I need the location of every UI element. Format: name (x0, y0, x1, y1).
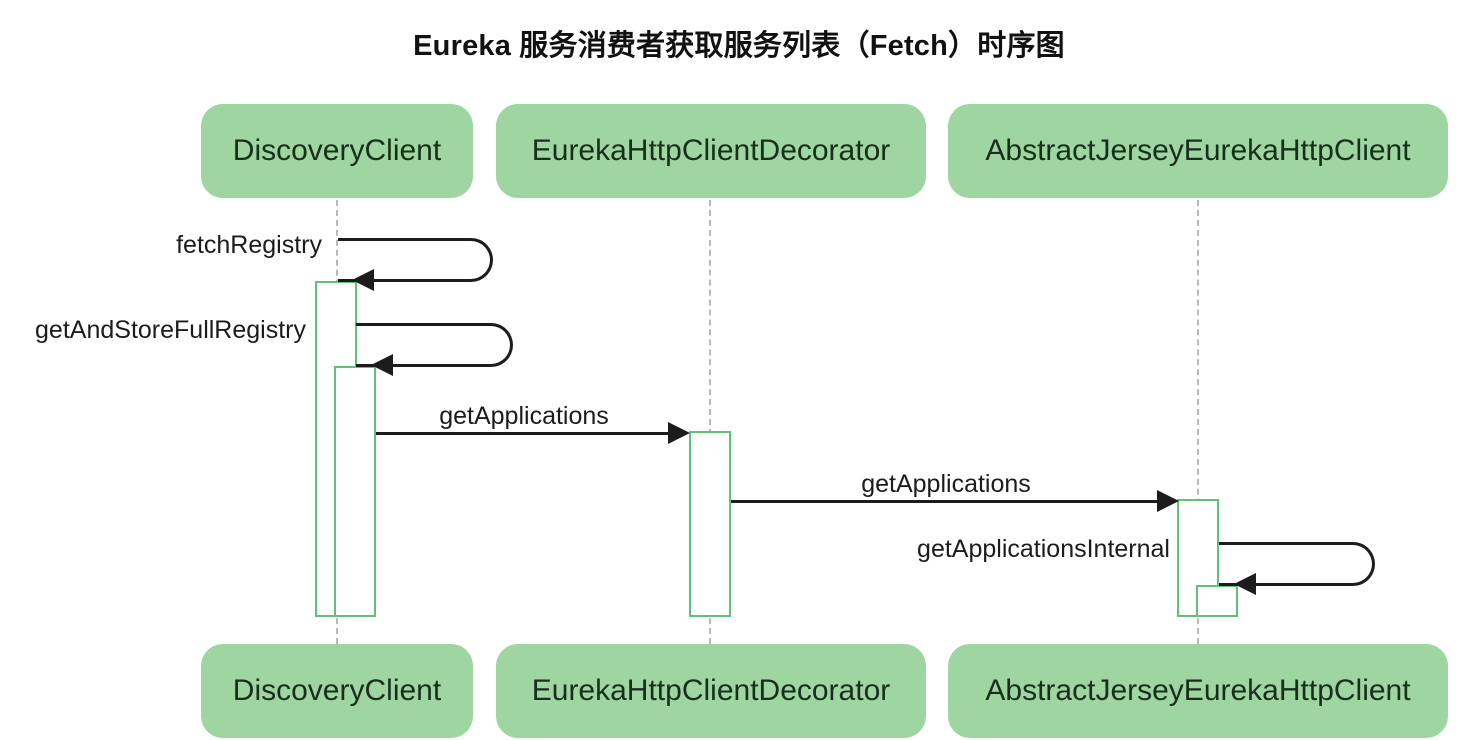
message-label-fetch-registry: fetchRegistry (176, 231, 322, 259)
self-loop-get-applications-internal (1219, 542, 1375, 586)
message-label-get-applications-2: getApplications (861, 470, 1031, 498)
diagram-title: Eureka 服务消费者获取服务列表（Fetch）时序图 (413, 30, 1065, 62)
participant-label: DiscoveryClient (232, 674, 442, 707)
participant-eureka-http-client-decorator-top[interactable]: EurekaHttpClientDecorator (496, 104, 926, 198)
participant-discovery-client-bottom[interactable]: DiscoveryClient (201, 644, 473, 738)
participant-label: EurekaHttpClientDecorator (531, 674, 891, 707)
lifeline-abstract-jersey-eureka-http-client (1197, 200, 1199, 644)
activation-abstract-jersey-inner (1196, 585, 1238, 617)
message-line-get-applications-1 (376, 432, 672, 435)
participant-label: EurekaHttpClientDecorator (531, 134, 891, 167)
activation-discovery-client-inner (334, 366, 376, 617)
participant-abstract-jersey-eureka-http-client-bottom[interactable]: AbstractJerseyEurekaHttpClient (948, 644, 1448, 738)
message-label-get-and-store-full-registry: getAndStoreFullRegistry (35, 316, 306, 344)
participant-eureka-http-client-decorator-bottom[interactable]: EurekaHttpClientDecorator (496, 644, 926, 738)
arrowhead-get-applications-2 (1157, 490, 1179, 512)
self-loop-fetch-registry (338, 238, 493, 282)
message-label-get-applications-1: getApplications (439, 402, 609, 430)
lifeline-eureka-http-client-decorator (709, 200, 711, 644)
participant-discovery-client-top[interactable]: DiscoveryClient (201, 104, 473, 198)
participant-label: AbstractJerseyEurekaHttpClient (985, 134, 1411, 167)
arrowhead-fetch-registry (352, 269, 374, 291)
arrowhead-get-applications-internal (1234, 573, 1256, 595)
participant-label: AbstractJerseyEurekaHttpClient (985, 674, 1411, 707)
self-loop-get-and-store-full-registry (356, 323, 513, 367)
arrowhead-get-and-store-full-registry (371, 354, 393, 376)
participant-label: DiscoveryClient (232, 134, 442, 167)
message-label-get-applications-internal: getApplicationsInternal (917, 535, 1170, 563)
arrowhead-get-applications-1 (668, 422, 690, 444)
activation-eureka-http-client-decorator (689, 431, 731, 617)
participant-abstract-jersey-eureka-http-client-top[interactable]: AbstractJerseyEurekaHttpClient (948, 104, 1448, 198)
message-line-get-applications-2 (731, 500, 1161, 503)
